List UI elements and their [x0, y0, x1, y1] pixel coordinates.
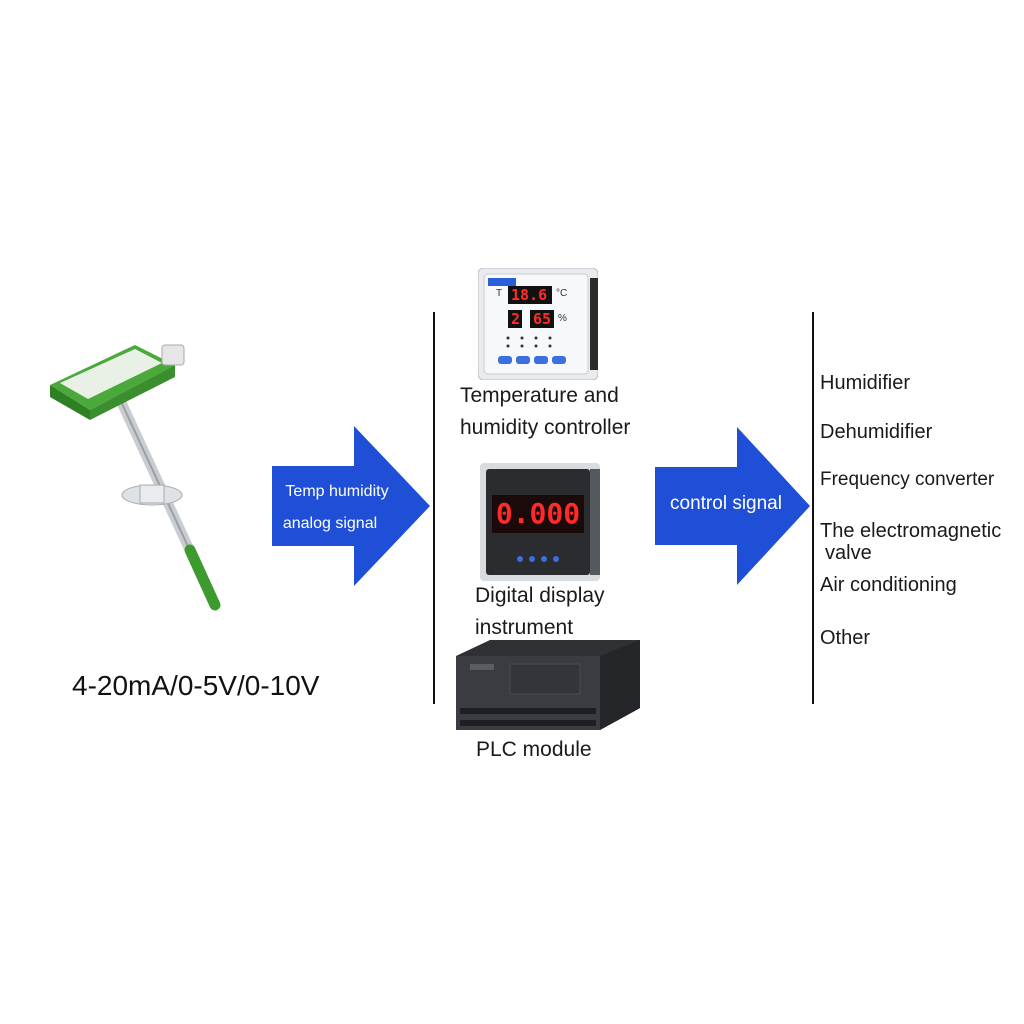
display-label-2: instrument — [475, 616, 574, 639]
digital-display-image: 0.000 — [480, 463, 600, 581]
analog-signal-arrow — [272, 426, 430, 586]
right-divider — [812, 312, 814, 704]
left-divider — [433, 312, 435, 704]
analog-signal-label-2: analog signal — [282, 515, 378, 532]
control-signal-label: control signal — [670, 493, 782, 514]
output-item-humidifier: Humidifier — [820, 372, 911, 394]
analog-signal-label-1: Temp humidity — [285, 483, 389, 500]
output-item-electromagnetic: The electromagnetic — [820, 520, 1002, 542]
plc-label: PLC module — [476, 738, 592, 761]
output-item-frequency-converter: Frequency converter — [820, 469, 995, 490]
controller-t-letter: T — [496, 288, 503, 299]
controller-percent-unit: % — [558, 313, 567, 324]
digital-display-readout: 0.000 — [495, 497, 581, 530]
controller-humidity-readout: 65 — [533, 310, 552, 328]
controller-label-2: humidity controller — [460, 416, 631, 439]
output-item-other: Other — [820, 627, 871, 649]
signal-range-label: 4-20mA/0-5V/0-10V — [72, 670, 320, 701]
output-item-valve: valve — [825, 542, 872, 564]
humidity-sensor-image — [40, 335, 240, 625]
control-signal-arrow — [655, 427, 810, 585]
controller-device-image: T 18.6 °C 2 65 % — [478, 268, 598, 380]
controller-channel-readout: 2 — [511, 310, 521, 328]
controller-label-1: Temperature and — [460, 384, 619, 407]
output-item-air-conditioning: Air conditioning — [820, 574, 957, 596]
controller-temp-readout: 18.6 — [511, 286, 548, 304]
controller-temp-unit: °C — [556, 288, 568, 299]
output-item-dehumidifier: Dehumidifier — [820, 421, 933, 443]
plc-module-image — [450, 638, 642, 734]
display-label-1: Digital display — [475, 584, 605, 607]
